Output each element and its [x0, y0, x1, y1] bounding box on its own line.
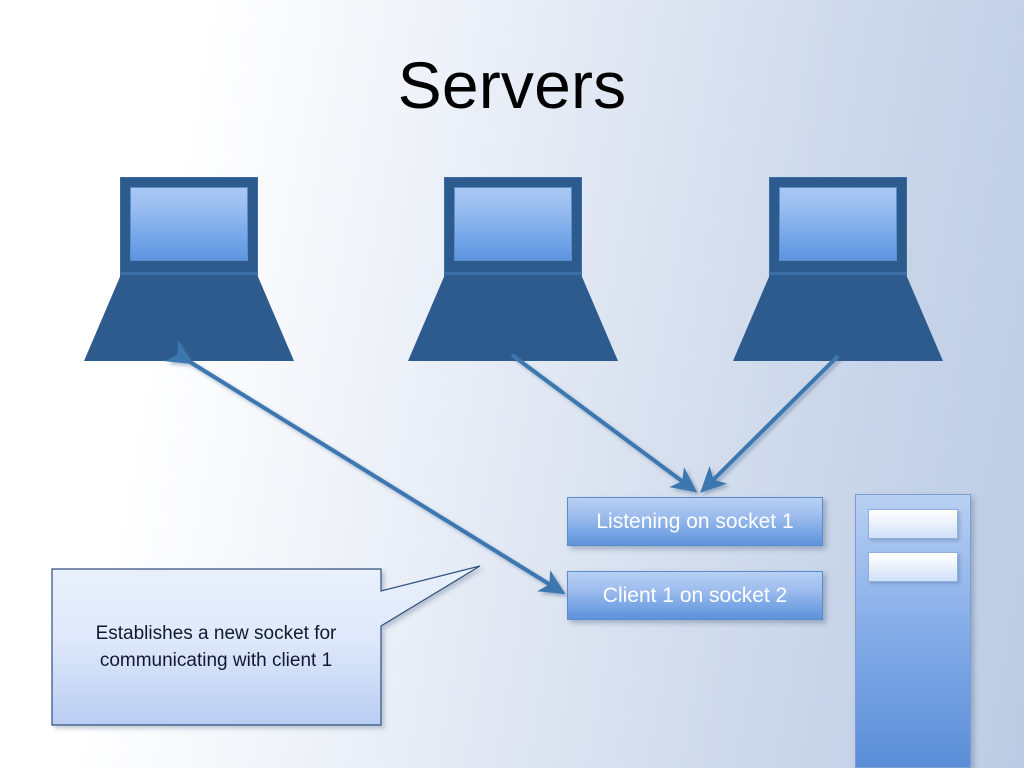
laptop-right[interactable] — [733, 177, 943, 361]
arrow-middle-laptop-to-listening — [510, 353, 698, 493]
arrow-right-laptop-to-listening — [700, 354, 840, 493]
laptop-base — [84, 275, 294, 361]
socket-box-listening[interactable]: Listening on socket 1 — [567, 497, 823, 546]
callout-shape — [51, 565, 481, 726]
laptop-hinge — [120, 272, 258, 276]
server-drive-bay-2 — [868, 552, 958, 582]
server-drive-bay-1 — [868, 509, 958, 539]
laptop-lid — [444, 177, 582, 273]
socket-box-client-label: Client 1 on socket 2 — [602, 583, 788, 607]
callout-text: Establishes a new socket for communicati… — [95, 622, 337, 671]
laptop-lid — [120, 177, 258, 273]
laptop-screen — [454, 187, 572, 261]
laptop-hinge — [769, 272, 907, 276]
laptop-screen — [779, 187, 897, 261]
laptop-hinge — [444, 272, 582, 276]
laptop-screen — [130, 187, 248, 261]
laptop-middle[interactable] — [408, 177, 618, 361]
server-tower[interactable] — [855, 494, 971, 768]
laptop-base — [733, 275, 943, 361]
socket-box-client[interactable]: Client 1 on socket 2 — [567, 571, 823, 620]
laptop-base — [408, 275, 618, 361]
laptop-lid — [769, 177, 907, 273]
socket-box-listening-label: Listening on socket 1 — [596, 509, 794, 533]
page-title: Servers — [397, 48, 627, 122]
callout-bubble[interactable]: Establishes a new socket for communicati… — [51, 565, 481, 726]
arrow-left-laptop-to-client — [165, 340, 566, 595]
laptop-left[interactable] — [84, 177, 294, 361]
